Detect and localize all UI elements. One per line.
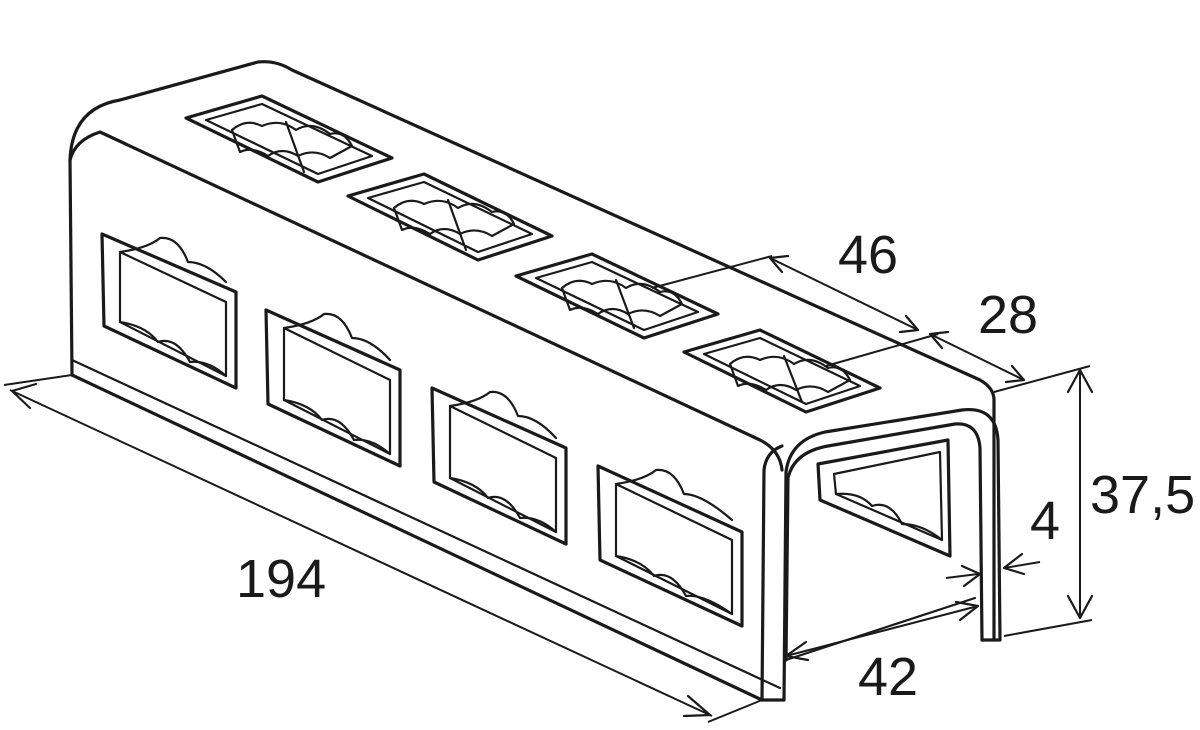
side-window-1: [100, 232, 238, 390]
dim-line-thickness-right: [1003, 561, 1041, 569]
side-face-left-edge: [68, 158, 74, 377]
label-thickness: 4: [1030, 491, 1061, 551]
dim-line-offset-28: [929, 333, 1025, 381]
arrow-length-left: [10, 382, 38, 410]
side-window-4: [596, 464, 744, 628]
side-face-bottom-edge: [70, 373, 764, 702]
top-slot-3: [514, 252, 720, 340]
label-length: 194: [236, 549, 327, 609]
ext-line-offset-28: [825, 333, 939, 367]
channel-floor-line: [784, 596, 977, 662]
dimension-lines: [3, 254, 1094, 723]
top-slots: [184, 94, 882, 414]
arrow-height-bottom: [1066, 594, 1094, 620]
side-window-3: [430, 386, 568, 546]
label-height: 37,5: [1090, 465, 1196, 525]
arrow-28-end: [1004, 364, 1026, 384]
side-face-front-edge: [760, 444, 784, 702]
arrow-thickness-left: [960, 564, 982, 588]
dim-line-thickness-left: [945, 573, 979, 579]
side-window-2: [264, 308, 402, 468]
label-width: 42: [858, 647, 919, 707]
far-side-window: [816, 438, 952, 558]
channel-body: [68, 60, 1002, 702]
top-slot-4: [682, 328, 882, 414]
front-profile-inner: [784, 422, 984, 662]
dim-line-width: [785, 605, 979, 657]
arrow-width-right: [954, 600, 980, 622]
top-slot-1: [184, 94, 394, 184]
arrow-length-right: [682, 694, 712, 718]
ext-line-hole-46: [651, 255, 773, 289]
ext-line-length-left: [3, 374, 73, 386]
top-face-outline: [68, 60, 996, 642]
ext-line-length-right: [707, 699, 763, 723]
arrow-width-left: [784, 640, 810, 662]
side-face-inner-bottom: [70, 358, 782, 690]
top-slot-2: [346, 172, 554, 262]
arrow-46-end: [898, 314, 920, 334]
label-offset: 28: [978, 285, 1039, 345]
arrow-28-start: [928, 330, 950, 350]
arrow-46-start: [768, 254, 790, 274]
dim-line-hole-46: [769, 257, 919, 331]
top-front-edge: [68, 130, 784, 472]
ext-line-28-right: [993, 365, 1091, 393]
label-hole-length: 46: [838, 225, 899, 285]
front-profile-outer: [760, 407, 1002, 702]
side-windows: [100, 232, 952, 628]
dim-line-length: [9, 389, 713, 717]
ext-line-height-bottom: [1003, 619, 1093, 637]
arrow-thickness-right: [1002, 552, 1026, 576]
arrow-height-top: [1066, 368, 1094, 394]
